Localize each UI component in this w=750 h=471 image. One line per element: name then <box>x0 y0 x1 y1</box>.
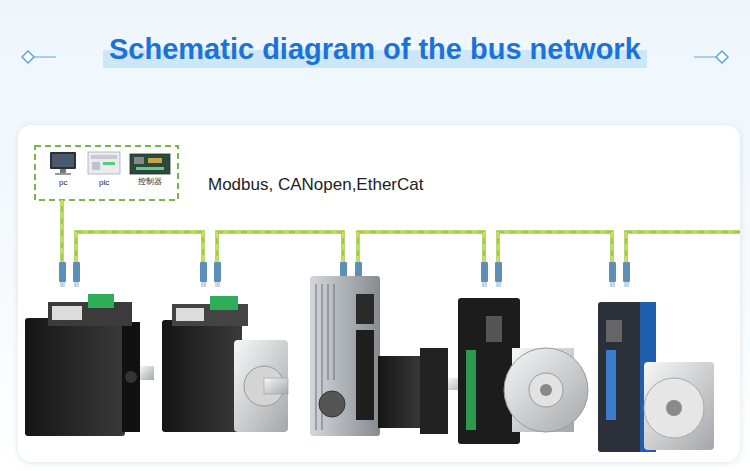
device-label: 控制器 <box>138 178 162 187</box>
protocol-label: Modbus, CANopen,EtherCat <box>208 176 423 195</box>
device-label: pc <box>59 179 67 188</box>
integrated-stepper-motor <box>162 296 288 432</box>
controller-board-icon <box>130 154 170 174</box>
servo-drive-and-motor <box>458 298 588 444</box>
panel <box>18 125 740 462</box>
bus-cable <box>62 200 740 262</box>
servo-drive-and-motor <box>598 302 714 452</box>
title: Schematic diagram of the bus network <box>109 33 641 66</box>
integrated-stepper-motor <box>25 294 154 436</box>
controller-group-box <box>35 146 178 200</box>
plc-icon <box>88 152 120 174</box>
pc-icon <box>50 152 76 175</box>
device-label: plc <box>99 179 109 188</box>
stepper-drive-and-motor <box>310 276 468 436</box>
